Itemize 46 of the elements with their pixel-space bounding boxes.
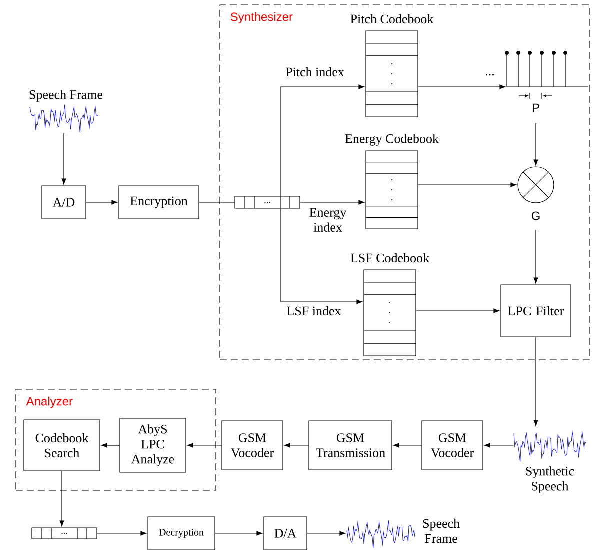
arrow (418, 84, 506, 90)
process-box: GSM Transmission (308, 420, 392, 470)
group-title: Analyzer (26, 396, 73, 408)
arrow (280, 208, 363, 304)
waveform-label: Speech Frame (423, 518, 460, 544)
arrow (534, 123, 538, 166)
arrow (86, 200, 118, 205)
waveform-label: Speech Frame (30, 90, 103, 102)
process-box: D/A (264, 516, 308, 550)
arrow (307, 531, 346, 536)
process-box: LPC Filter (500, 284, 572, 338)
arrow (215, 531, 263, 536)
arrow (97, 531, 147, 536)
edge-label: LSF index (287, 306, 342, 316)
process-box: Decryption (148, 516, 216, 550)
edge-label: Pitch index (286, 67, 344, 77)
arrow (484, 443, 514, 448)
arrow (62, 133, 66, 185)
group-title: Synthesizer (230, 12, 293, 24)
arrow (284, 443, 309, 448)
process-box: GSM Vocoder (222, 420, 284, 470)
codebook-title: Pitch Codebook (350, 14, 434, 24)
arrow (280, 84, 365, 196)
process-box: Encryption (118, 186, 200, 220)
arrow (393, 443, 422, 448)
side-label: ... (486, 74, 494, 76)
bit-frame: ... (32, 528, 98, 540)
edge-label: Energy index (310, 208, 347, 232)
arrow (418, 182, 517, 188)
side-label: P (533, 104, 540, 112)
process-box: AbyS LPC Analyze (120, 418, 186, 473)
codebook-title: LSF Codebook (350, 253, 430, 263)
process-box: Codebook Search (24, 420, 100, 472)
waveform-label: Synthetic Speech (526, 466, 574, 494)
process-box: GSM Vocoder (422, 420, 484, 470)
side-label: G (532, 212, 540, 220)
arrow (534, 230, 538, 284)
codebook-title: Energy Codebook (345, 134, 439, 146)
arrow (60, 471, 64, 527)
arrow (187, 443, 222, 448)
bit-frame: ... (234, 196, 300, 209)
process-box: A/D (42, 186, 86, 220)
arrow (416, 308, 500, 314)
arrow (534, 337, 538, 426)
arrow (101, 443, 120, 448)
arrow (300, 200, 365, 205)
